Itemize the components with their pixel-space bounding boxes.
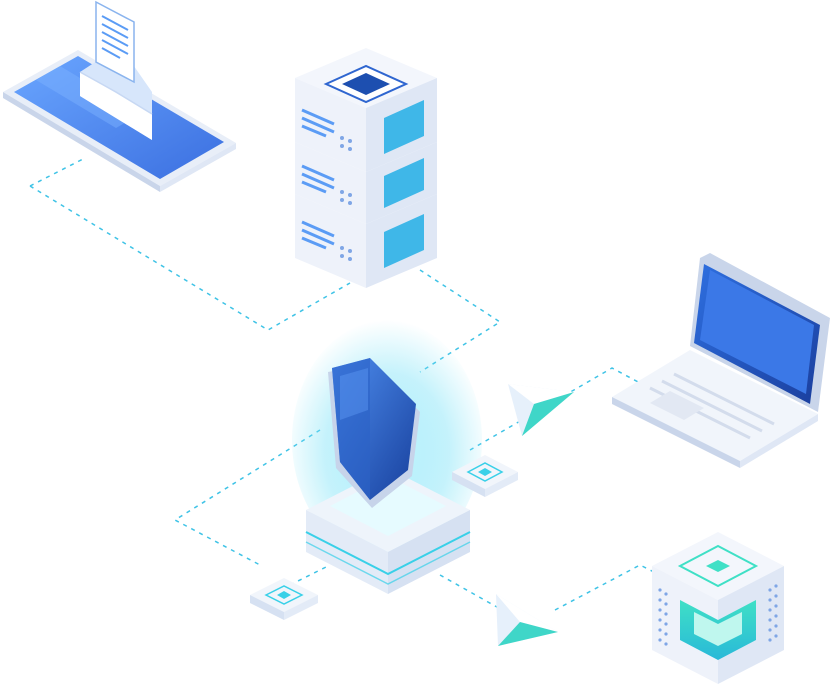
server-unit-2 [295,142,437,224]
security-shield-icon [292,320,482,594]
link-center-to-laptop [469,367,641,451]
chip-node-icon [452,455,518,497]
paper-plane-icon-2 [496,594,558,646]
paper-plane-icon [508,384,574,436]
server-rack-icon [295,48,437,288]
chip-node-icon-2 [250,578,318,620]
link-cube-in [554,564,661,611]
link-phone-to-junction [29,157,86,187]
server-unit-1 [295,78,437,172]
laptop-icon [612,253,830,468]
link-bottom-node [289,564,331,586]
link-left-to-center [29,185,351,331]
server-unit-3 [295,194,437,288]
link-left-node [173,429,321,566]
phone-with-mail-icon [3,0,236,192]
storage-cube-icon [652,532,784,684]
link-to-cube [439,574,521,621]
